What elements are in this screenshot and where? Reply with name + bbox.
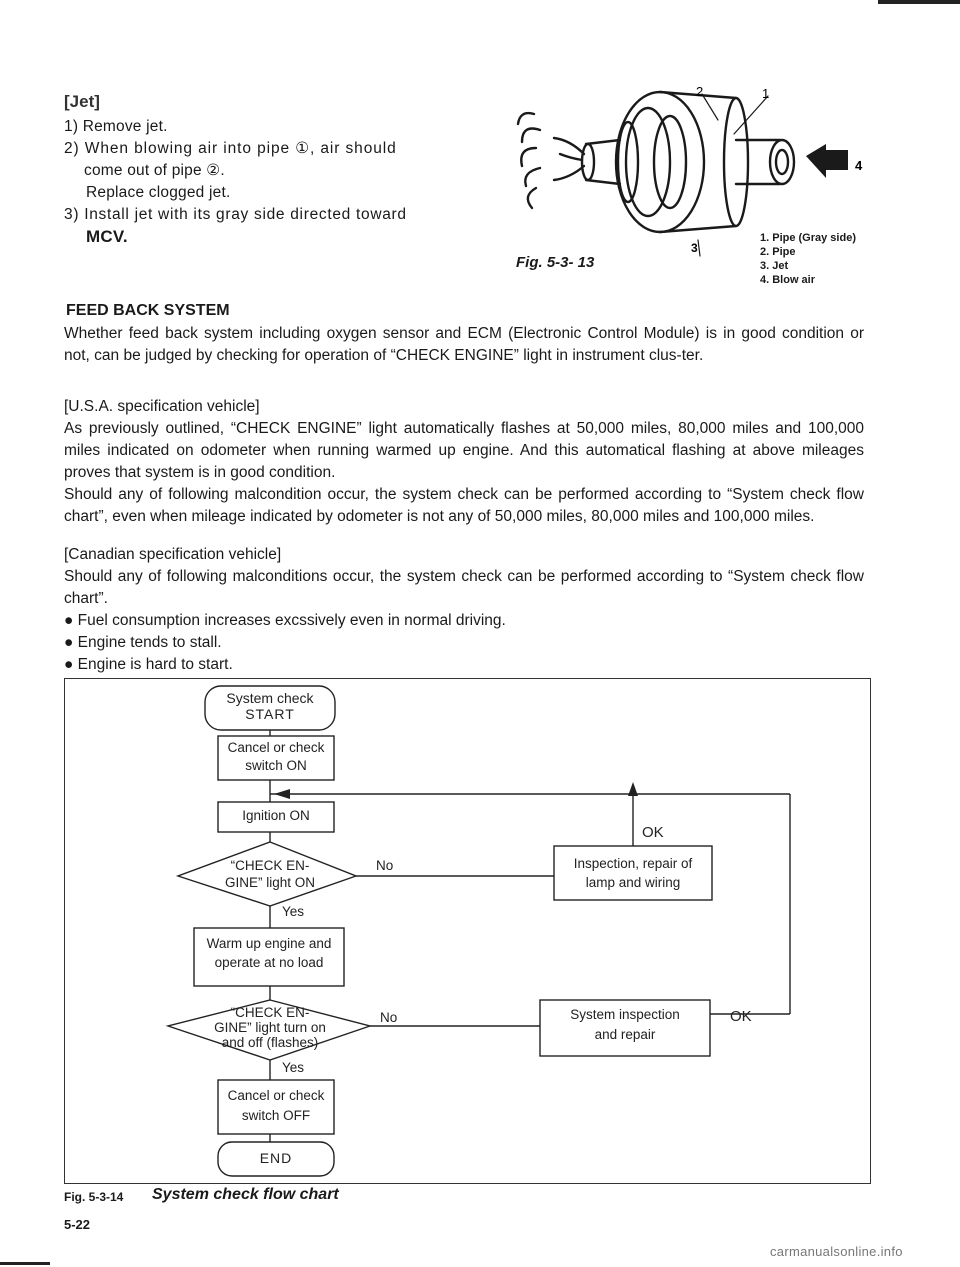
usa-heading: [U.S.A. specification vehicle] [64,398,260,415]
canada-text: Should any of following malconditions oc… [64,568,864,607]
ok-label-2: OK [730,1008,752,1025]
jet-illustration: 2 1 4 3 [516,84,863,257]
start-line-2: START [245,706,295,722]
yes-label-1: Yes [282,904,305,919]
jet-step-2-continued: come out of pipe ②. [84,162,225,179]
ok-label-1: OK [642,824,664,841]
callout-4: 4 [855,158,863,173]
bottom-edge-bar [0,1262,50,1265]
ignition-on: Ignition ON [242,808,310,823]
warm-up-line-2: operate at no load [214,955,324,970]
legend-item-2: 2. Pipe [760,246,796,258]
usa-paragraph-1: As previously outlined, “CHECK ENGINE” l… [64,418,864,484]
jet-step-2-note: Replace clogged jet. [86,184,231,201]
jet-step-1: 1) Remove jet. [64,118,168,135]
flowchart-caption-label: Fig. 5-3-14 [64,1190,124,1204]
usa-text-2: Should any of following malcondition occ… [64,486,864,525]
usa-paragraph-2: Should any of following malcondition occ… [64,484,864,528]
canada-heading: [Canadian specification vehicle] [64,546,282,563]
repair-lamp-line-1: Inspection, repair of [573,856,693,871]
check-engine-2-line-2: GINE” light turn on [214,1020,326,1035]
intro-text: Whether feed back system including oxyge… [64,325,864,364]
flowchart-lines [165,685,791,1177]
warm-up-line-1: Warm up engine and [206,936,332,951]
legend-item-1: 1. Pipe (Gray side) [760,232,856,244]
no-label-1: No [376,858,394,873]
cancel-off-line-1: Cancel or check [227,1088,325,1103]
jet-title: [Jet] [64,92,100,111]
system-inspection-line-1: System inspection [570,1007,680,1022]
callout-1: 1 [762,86,769,101]
check-engine-1-line-1: “CHECK EN- [230,858,310,873]
usa-text-1: As previously outlined, “CHECK ENGINE” l… [64,420,864,481]
cancel-on-line-2: switch ON [245,758,307,773]
jet-step-3-continued: MCV. [86,227,128,246]
check-engine-2-line-1: “CHECK EN- [230,1005,310,1020]
system-inspection-line-2: and repair [594,1027,656,1042]
no-label-2: No [380,1010,398,1025]
check-engine-1-line-2: GINE” light ON [224,875,316,890]
section-title: FEED BACK SYSTEM [66,302,230,319]
end-terminal: END [259,1150,293,1166]
repair-lamp-line-2: lamp and wiring [585,875,681,890]
legend-item-4: 4. Blow air [760,274,816,286]
callout-2: 2 [696,84,703,99]
flowchart-frame [64,678,871,1184]
cancel-on-line-1: Cancel or check [227,740,325,755]
bullet-3: ● Engine is hard to start. [64,656,233,673]
yes-label-2: Yes [282,1060,305,1075]
bullet-1: ● Fuel consumption increases excssively … [64,612,506,629]
bullet-2-text: Engine tends to stall. [77,634,222,651]
flowchart-caption-title: System check flow chart [152,1186,339,1203]
figure-13-caption: Fig. 5-3- 13 [516,254,595,271]
page-number: 5-22 [64,1217,91,1232]
canada-paragraph: Should any of following malconditions oc… [64,566,864,610]
cancel-off-line-2: switch OFF [241,1108,311,1123]
bullet-1-text: Fuel consumption increases excssively ev… [77,612,506,629]
bullet-2: ● Engine tends to stall. [64,634,222,651]
legend-item-3: 3. Jet [760,260,789,272]
bullet-3-text: Engine is hard to start. [77,656,233,673]
start-line-1: System check [226,690,314,706]
jet-step-3: 3) Install jet with its gray side direct… [64,206,407,223]
check-engine-2-line-3: and off (flashes) [221,1035,319,1050]
top-edge-bar [878,0,960,4]
watermark: carmanualsonline.info [770,1244,903,1259]
jet-step-2: 2) When blowing air into pipe ①, air sho… [64,140,397,157]
callout-3: 3 [691,241,698,255]
intro-paragraph: Whether feed back system including oxyge… [64,323,864,367]
